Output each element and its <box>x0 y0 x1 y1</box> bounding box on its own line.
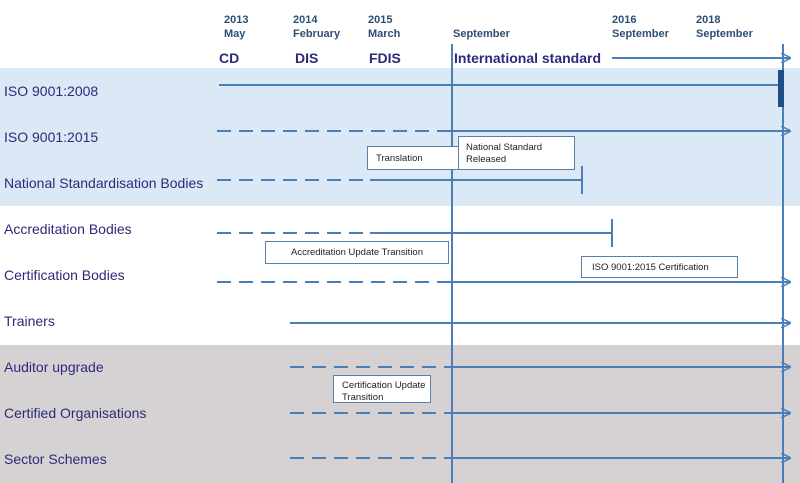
row-sector-schemes: Sector Schemes <box>4 451 107 467</box>
note-accreditation-update-transition: Accreditation Update Transition <box>265 241 449 264</box>
date-month: September <box>696 28 753 40</box>
row-certification-bodies: Certification Bodies <box>4 267 125 283</box>
date-2015-september: September <box>453 13 510 41</box>
row-certified-organisations: Certified Organisations <box>4 405 147 421</box>
date-year: 2013 <box>224 14 249 26</box>
date-2014-february: 2014 February <box>293 13 340 41</box>
milestone-cd: CD <box>219 50 240 66</box>
milestone-dis: DIS <box>295 50 319 66</box>
date-2015-march: 2015 March <box>368 13 400 41</box>
date-year: 2015 <box>368 14 393 26</box>
row-national-standardisation-bodies: National Standardisation Bodies <box>4 175 204 191</box>
date-month: September <box>612 28 669 40</box>
date-year: 2014 <box>293 14 318 26</box>
date-month: March <box>368 28 401 40</box>
date-2018-september: 2018 September <box>696 13 753 41</box>
date-2016-september: 2016 September <box>612 13 669 41</box>
row-iso-9001-2008: ISO 9001:2008 <box>4 83 99 99</box>
milestone-fdis: FDIS <box>369 50 401 66</box>
note-certification-update-transition: Certification Update Transition <box>333 375 431 403</box>
milestone-international-standard: International standard <box>454 50 602 66</box>
date-year: 2016 <box>612 14 637 26</box>
note-iso-9001-2015-certification: ISO 9001:2015 Certification <box>581 256 738 278</box>
date-month: September <box>453 28 510 40</box>
row-trainers: Trainers <box>4 313 55 329</box>
row-auditor-upgrade: Auditor upgrade <box>4 359 104 375</box>
row-iso-9001-2015: ISO 9001:2015 <box>4 129 99 145</box>
standards-band <box>0 68 800 206</box>
date-month: May <box>224 28 246 40</box>
date-2013-may: 2013 May <box>224 13 248 41</box>
date-month: February <box>293 28 341 40</box>
iso2008-end-bar <box>778 70 784 107</box>
date-year: 2018 <box>696 14 721 26</box>
note-national-standard-released: National Standard Released <box>458 136 575 170</box>
row-accreditation-bodies: Accreditation Bodies <box>4 221 132 237</box>
